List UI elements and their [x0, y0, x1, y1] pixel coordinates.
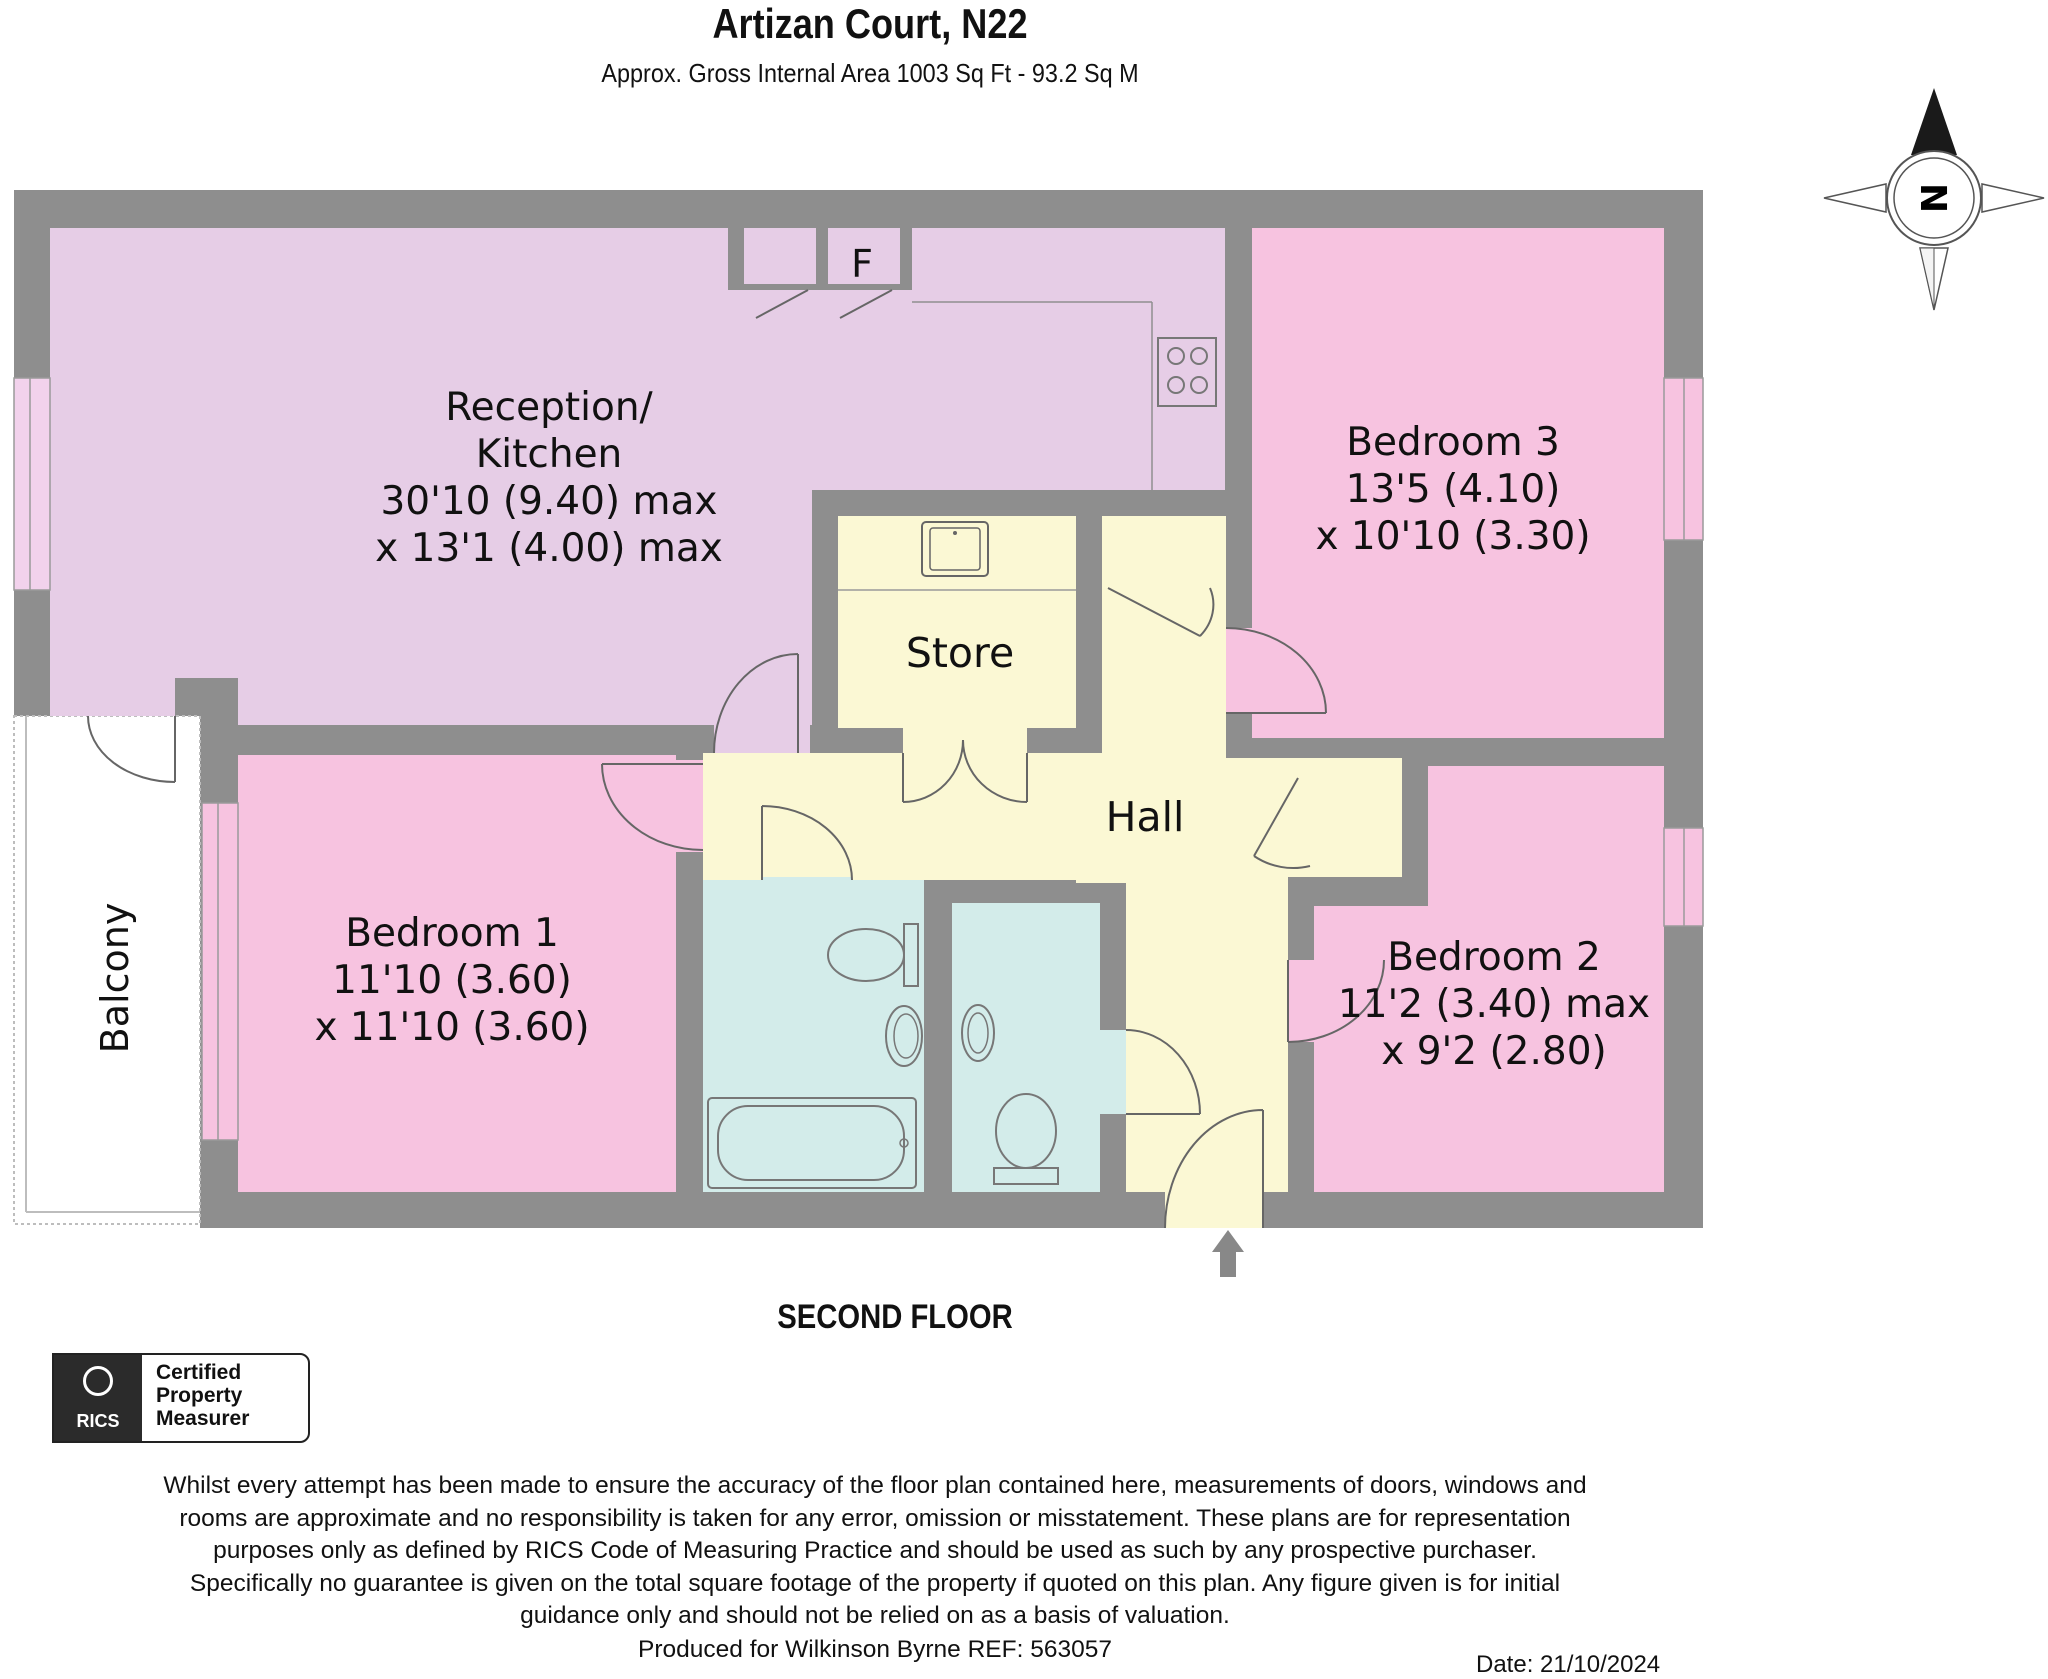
bedroom1-door-swing — [601, 763, 704, 851]
disclaimer: Whilst every attempt has been made to en… — [60, 1470, 1690, 1633]
bathroom-room — [703, 880, 924, 1192]
floor-plan: F Reception/ Kitchen 30'10 (9.40) max x … — [0, 88, 2045, 1277]
wc-toilet-cistern — [993, 1167, 1059, 1185]
bedroom2-door-swing — [1287, 959, 1385, 1043]
rics-name: RICS — [76, 1411, 120, 1431]
rics-emblem-icon — [83, 1366, 113, 1396]
balcony-door-swing — [87, 715, 176, 783]
bedroom3-door-opening — [1226, 628, 1252, 713]
hall-label: Hall — [1106, 793, 1185, 841]
hob-ring — [1190, 376, 1208, 394]
wc-door-swing — [1125, 1029, 1201, 1115]
cupboard-1 — [744, 228, 816, 284]
bedroom-2-dim: x 9'2 (2.80) — [1381, 1029, 1607, 1074]
bedroom-3-dim: x 10'10 (3.30) — [1315, 514, 1590, 559]
window — [13, 377, 51, 591]
rics-badge: RICS Certified Property Measurer — [52, 1353, 310, 1443]
disclaimer-line: purposes only as defined by RICS Code of… — [213, 1537, 1537, 1564]
bath-drain — [899, 1138, 909, 1148]
reception-door-opening — [714, 725, 810, 753]
hall-room — [703, 516, 1402, 1228]
entrance-door-swing — [1164, 1109, 1264, 1229]
entrance-door-opening — [1165, 1192, 1263, 1228]
hob-outline — [1157, 337, 1217, 407]
bathroom-door-swing — [761, 805, 853, 881]
store-door-opening — [903, 728, 1027, 753]
sink-drain — [953, 531, 957, 535]
bathtub — [707, 1097, 917, 1189]
bedroom-1-dim: 11'10 (3.60) — [332, 958, 572, 1003]
cupboard-f — [828, 228, 900, 284]
reception-kitchen-dim: 30'10 (9.40) max — [380, 479, 717, 524]
bedroom-2-dim: 11'2 (3.40) max — [1338, 982, 1650, 1027]
store-door-swing — [902, 739, 1028, 803]
store-sink — [929, 527, 981, 571]
bathroom-door-opening — [762, 877, 852, 883]
reception-kitchen-label: Kitchen — [476, 432, 623, 477]
hall-right-door-swing — [1253, 777, 1311, 869]
store-sink — [921, 521, 989, 577]
bedroom3-door-swing — [1225, 627, 1327, 714]
hall-cupboard-door-swing — [1107, 587, 1215, 637]
basin — [885, 1005, 923, 1067]
disclaimer-line: Whilst every attempt has been made to en… — [163, 1472, 1587, 1499]
hob-ring — [1167, 376, 1185, 394]
disclaimer-line: guidance only and should not be relied o… — [520, 1602, 1230, 1629]
bedroom-3-room — [1252, 228, 1664, 738]
entrance-arrow-icon — [1212, 1230, 1244, 1277]
reception-kitchen-label: Reception/ — [445, 385, 653, 430]
bathtub-inner — [717, 1105, 905, 1181]
toilet-bowl — [827, 928, 905, 982]
store-room — [838, 516, 1076, 728]
bedroom-1-room — [238, 755, 676, 1192]
cupboard-door — [755, 289, 809, 319]
compass-north-label: N — [1912, 183, 1953, 213]
cupboard-f-label: F — [851, 242, 873, 286]
balcony-area — [0, 716, 200, 1240]
wc-basin-inner — [967, 1012, 989, 1054]
plan-date: Date: 21/10/2024 — [1476, 1651, 1661, 1678]
window — [201, 802, 239, 1141]
store-label: Store — [906, 629, 1014, 677]
hob-ring — [1190, 347, 1208, 365]
compass-icon: N — [1823, 88, 2045, 311]
plan-title: Artizan Court, N22 — [712, 0, 1028, 47]
hall-right-store — [1312, 766, 1402, 877]
wc-basin — [961, 1004, 995, 1062]
hob-ring — [1167, 347, 1185, 365]
cupboard-door — [839, 289, 893, 319]
balcony-label: Balcony — [93, 903, 137, 1054]
bedroom-3-label: Bedroom 3 — [1346, 420, 1560, 465]
reception-kitchen-dim: x 13'1 (4.00) max — [375, 526, 723, 571]
floor-label: SECOND FLOOR — [777, 1298, 1013, 1336]
bedroom-1-label: Bedroom 1 — [345, 911, 559, 956]
bedroom-2-room — [1314, 766, 1664, 1192]
bedroom-2-label: Bedroom 2 — [1387, 935, 1601, 980]
disclaimer-line: rooms are approximate and no responsibil… — [179, 1504, 1571, 1532]
rics-logo: RICS — [54, 1355, 142, 1441]
produced-for: Produced for Wilkinson Byrne REF: 563057 — [638, 1636, 1112, 1663]
wc-room — [952, 903, 1100, 1192]
bedroom2-door-opening — [1288, 960, 1314, 1042]
bedroom-3-dim: 13'5 (4.10) — [1346, 467, 1561, 512]
rics-certification: Certified Property Measurer — [156, 1361, 250, 1430]
disclaimer-line: Specifically no guarantee is given on th… — [189, 1569, 1561, 1597]
bedroom-1-dim: x 11'10 (3.60) — [314, 1005, 589, 1050]
basin-inner — [893, 1013, 919, 1059]
reception-door-swing — [713, 653, 799, 754]
gross-area-subtitle: Approx. Gross Internal Area 1003 Sq Ft -… — [601, 58, 1139, 88]
wc-door-opening — [1100, 1030, 1126, 1114]
reception-kitchen-room — [50, 228, 1225, 725]
balcony-door-opening — [88, 678, 175, 716]
bedroom1-door-opening — [676, 760, 703, 852]
